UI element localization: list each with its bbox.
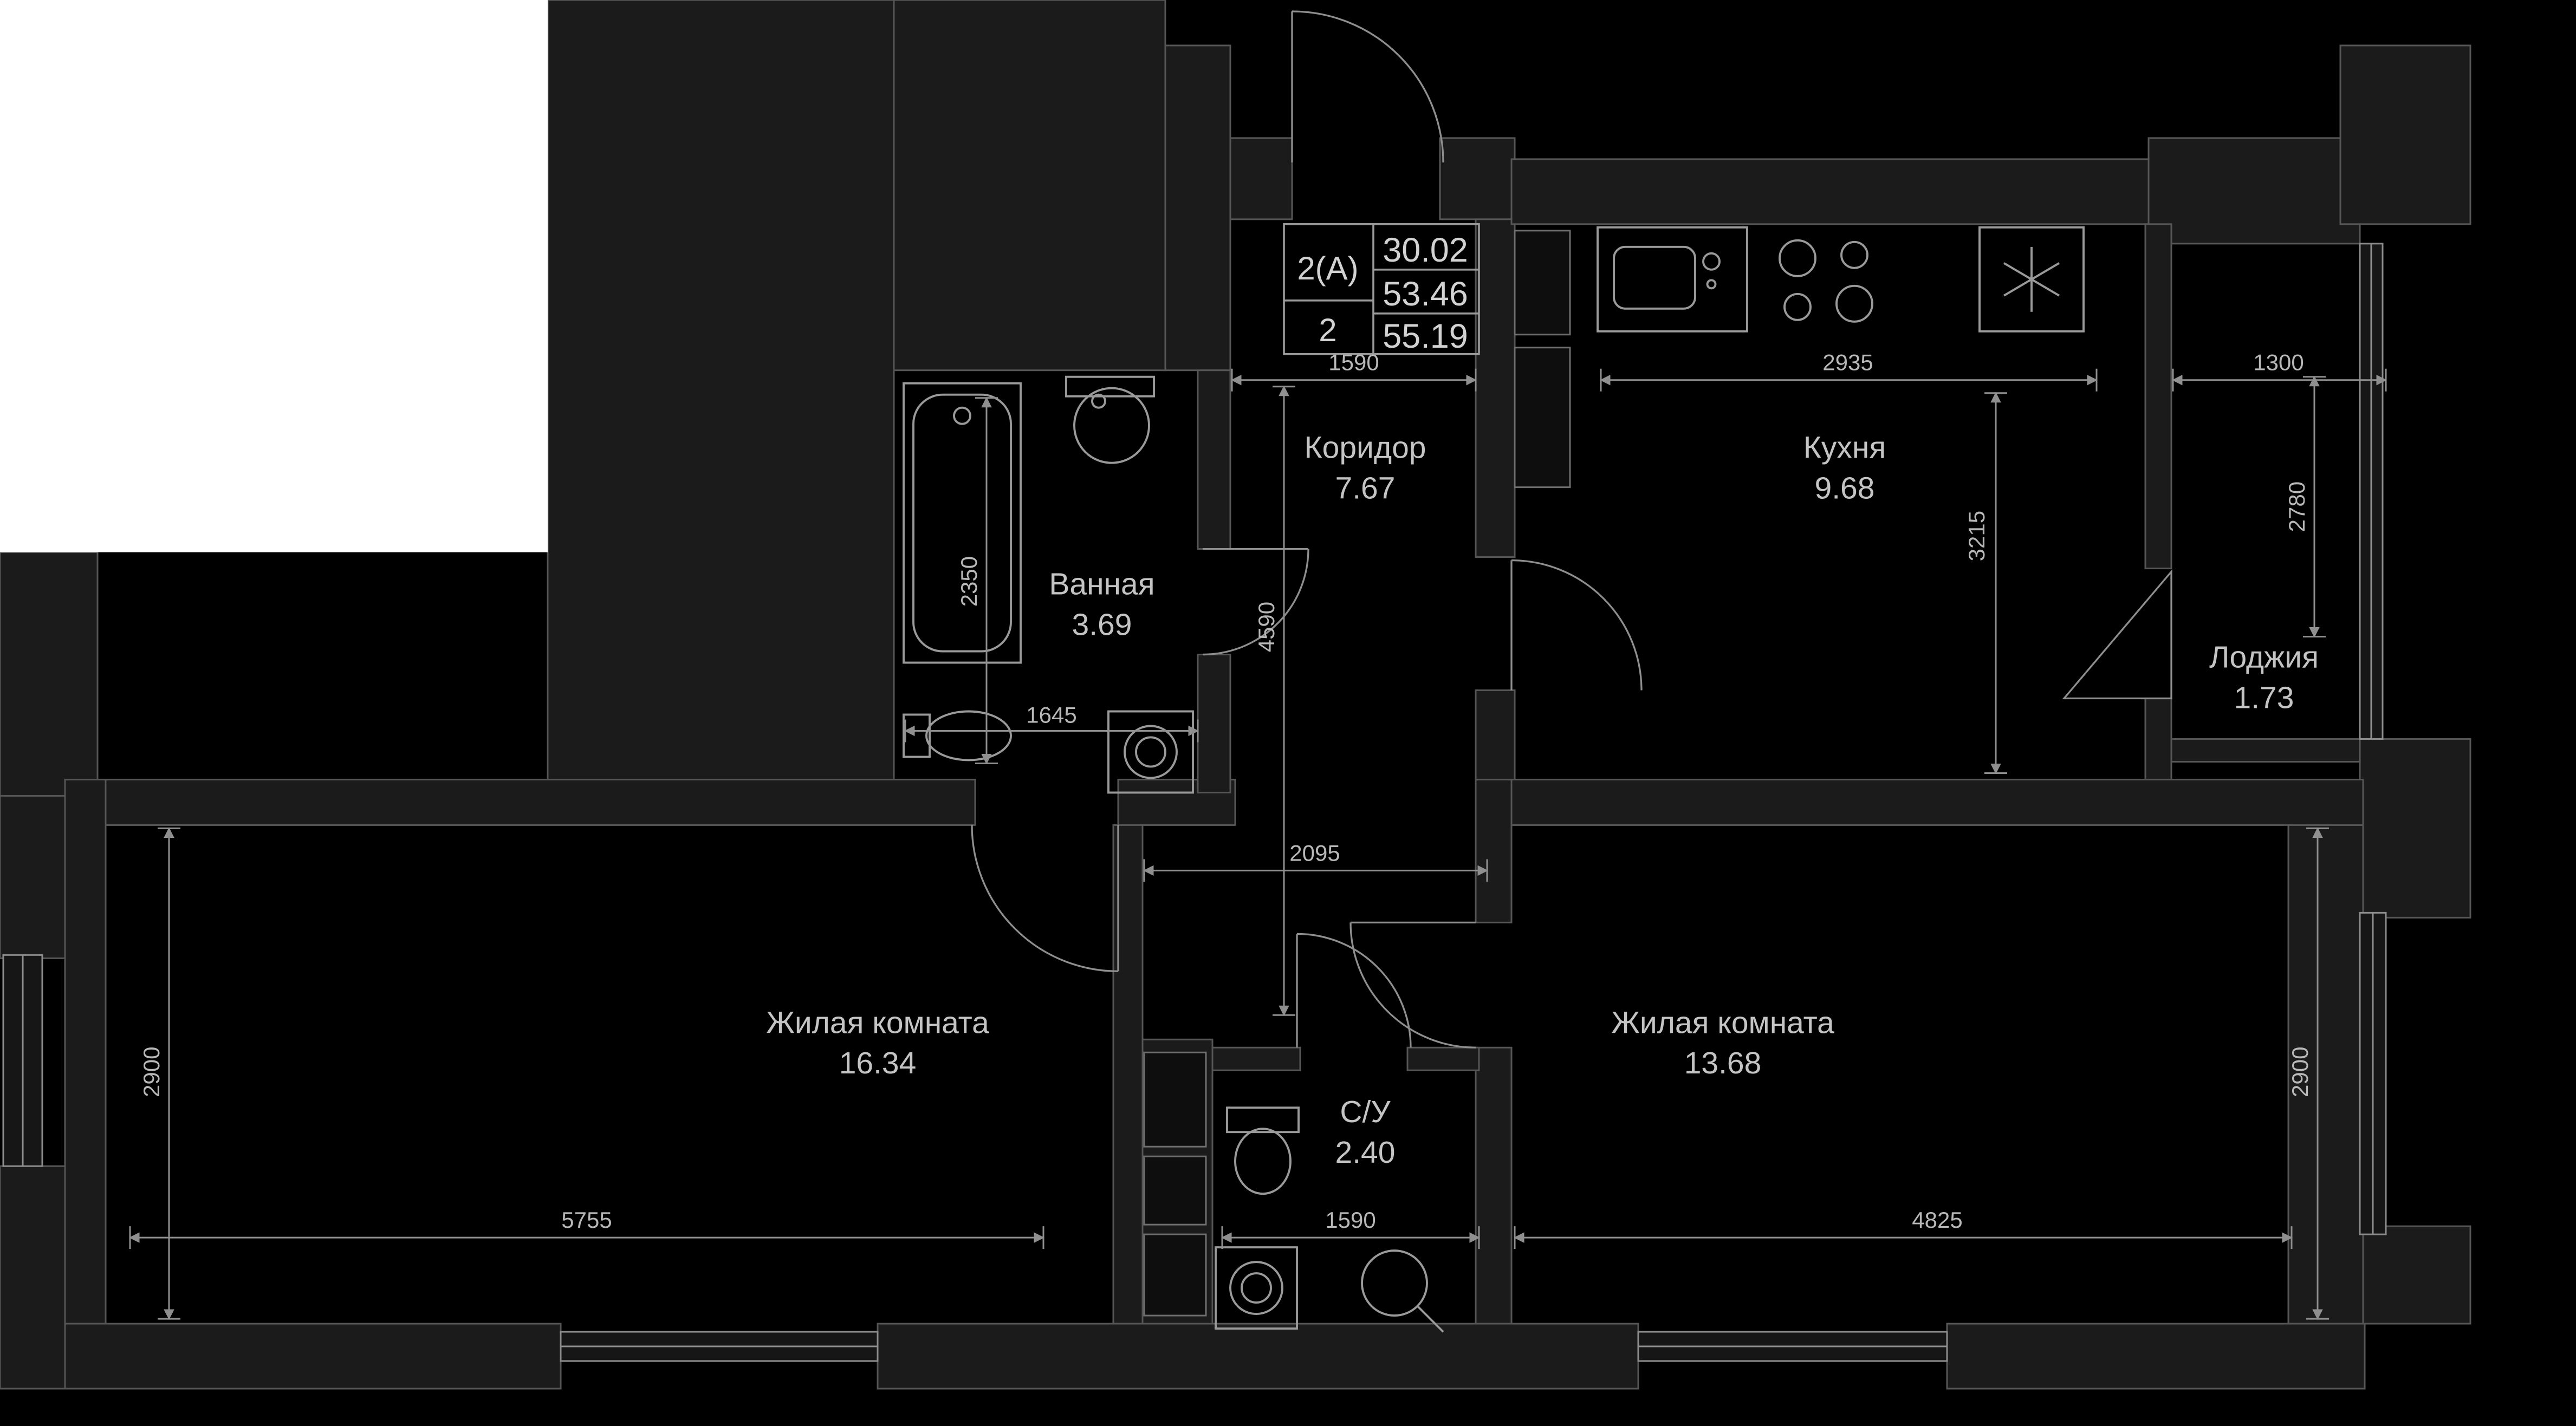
svg-text:1590: 1590	[1328, 350, 1379, 375]
living2-area: 13.68	[1684, 1046, 1762, 1080]
kitchen-fixtures	[1597, 226, 2085, 333]
svg-text:2350: 2350	[956, 556, 982, 607]
dimension-corridor-height: 4590	[1254, 385, 1295, 1017]
dimension-wc-width: 1590	[1221, 1207, 1480, 1249]
wc-fixtures	[1215, 1106, 1444, 1333]
entrance-door-icon	[1291, 10, 1444, 162]
svg-text:1590: 1590	[1325, 1207, 1375, 1233]
bathroom-area: 3.69	[1072, 608, 1132, 642]
dimension-bathroom-width: 1645	[904, 702, 1199, 743]
dimension-loggia-height: 2780	[2284, 375, 2326, 638]
room-label-living1: Жилая комната 16.34	[766, 1005, 989, 1080]
loggia-area: 1.73	[2234, 681, 2294, 715]
room-label-bathroom: Ванная 3.69	[1049, 567, 1154, 642]
rooms-count-label: 2	[1319, 312, 1336, 348]
corridor-area: 7.67	[1335, 471, 1396, 506]
kitchen-sink	[1597, 226, 1748, 333]
dimension-room2-width: 4825	[1514, 1207, 2293, 1249]
svg-text:1645: 1645	[1026, 702, 1076, 728]
room-label-living2: Жилая комната 13.68	[1611, 1005, 1834, 1080]
bathroom-name: Ванная	[1049, 567, 1154, 602]
wc-name: С/У	[1340, 1095, 1391, 1129]
svg-text:2900: 2900	[2287, 1047, 2313, 1097]
windows	[2, 243, 2387, 1362]
dimension-hall-width: 2095	[1143, 840, 1488, 882]
wc-sink	[1361, 1249, 1444, 1333]
loggia-name: Лоджия	[2209, 640, 2319, 675]
wc-toilet	[1226, 1106, 1300, 1195]
svg-text:2900: 2900	[139, 1047, 164, 1097]
title-block: 2(А) 2 30.02 53.46 55.19	[1283, 223, 1480, 355]
room1-door-icon	[971, 825, 1119, 972]
room-label-loggia: Лоджия 1.73	[2209, 640, 2319, 715]
dimensions: 1590 2935 1300 3215 2780	[129, 350, 2387, 1320]
kitchen-area: 9.68	[1815, 471, 1875, 506]
wc-door-icon	[1296, 933, 1412, 1048]
living1-name: Жилая комната	[766, 1005, 989, 1040]
fridge-icon	[1978, 226, 2085, 333]
bathtub	[903, 382, 1022, 664]
dimension-kitchen-height: 3215	[1964, 392, 2007, 774]
dimension-bathroom-height: 2350	[956, 396, 998, 765]
dimension-kitchen-width: 2935	[1600, 350, 2098, 392]
wc-washing-machine	[1215, 1246, 1298, 1330]
dimension-corridor-width: 1590	[1231, 350, 1477, 392]
svg-text:2780: 2780	[2284, 481, 2309, 532]
room-labels: Коридор 7.67 Кухня 9.68 Ванная 3.69 Лодж…	[766, 431, 2319, 1170]
svg-text:1300: 1300	[2253, 350, 2304, 375]
kitchen-door-icon	[1510, 559, 1643, 691]
apartment-type-label: 2(А)	[1297, 250, 1358, 286]
living-area-value: 30.02	[1383, 231, 1468, 269]
total-area-value: 55.19	[1383, 317, 1468, 355]
svg-text:4590: 4590	[1254, 602, 1279, 652]
bathroom-door-icon	[1202, 548, 1309, 656]
svg-text:5755: 5755	[561, 1207, 612, 1233]
duct-shafts	[1143, 230, 1571, 1317]
svg-text:3215: 3215	[1964, 511, 1989, 561]
stove	[1779, 239, 1873, 323]
room2-door-icon	[1349, 921, 1476, 1049]
room-label-corridor: Коридор 7.67	[1304, 431, 1426, 506]
corridor-name: Коридор	[1304, 431, 1426, 465]
kitchen-name: Кухня	[1803, 431, 1886, 465]
area-value: 53.46	[1383, 275, 1468, 313]
room-label-kitchen: Кухня 9.68	[1803, 431, 1886, 506]
bathroom-sink	[1065, 375, 1155, 464]
dimension-loggia-width: 1300	[2172, 350, 2387, 392]
blank-region	[0, 0, 548, 552]
balcony-door-icon	[2062, 569, 2172, 700]
wc-area: 2.40	[1335, 1135, 1396, 1170]
living2-name: Жилая комната	[1611, 1005, 1834, 1040]
walls	[0, 0, 2471, 1390]
doors	[971, 10, 2172, 1049]
svg-text:4825: 4825	[1912, 1207, 1962, 1233]
living1-area: 16.34	[839, 1046, 917, 1080]
dimension-room2-height: 2900	[2287, 827, 2329, 1320]
room-label-wc: С/У 2.40	[1335, 1095, 1396, 1170]
svg-text:2095: 2095	[1289, 840, 1340, 865]
svg-text:2935: 2935	[1822, 350, 1873, 375]
dimension-room1-width: 5755	[129, 1207, 1044, 1249]
